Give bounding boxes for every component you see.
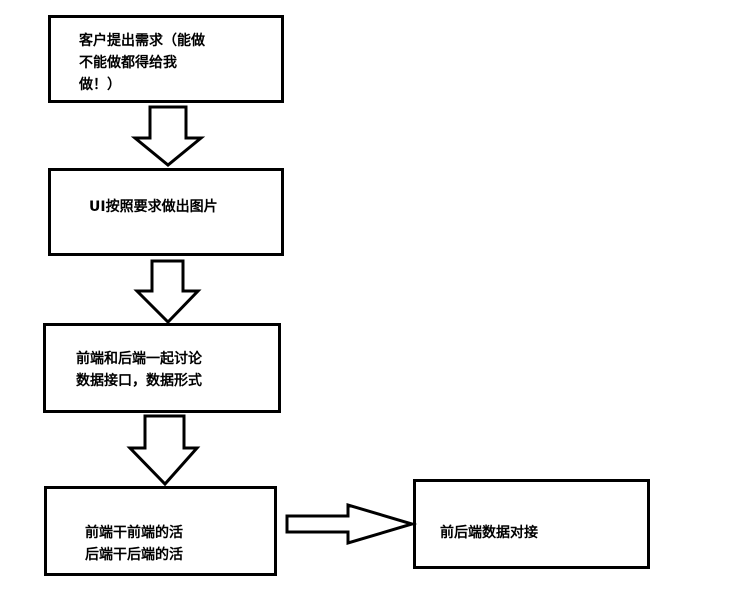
step-3-line-1: 前端和后端一起讨论 — [76, 351, 202, 367]
step-3-line-2: 数据接口，数据形式 — [76, 373, 202, 389]
step-1-text: 客户提出需求（能做 不能做都得给我 做！） — [79, 30, 205, 96]
arrow-down-1 — [130, 105, 206, 167]
step-4-line-2: 后端干后端的活 — [85, 547, 183, 563]
step-3-text: 前端和后端一起讨论 数据接口，数据形式 — [76, 348, 202, 392]
arrow-down-2 — [133, 259, 202, 325]
step-2-line-1: UI按照要求做出图片 — [89, 199, 218, 215]
step-2-text: UI按照要求做出图片 — [89, 196, 218, 218]
step-2-box: UI按照要求做出图片 — [48, 168, 284, 256]
step-4-box: 前端干前端的活 后端干后端的活 — [44, 486, 277, 576]
arrow-right-1 — [285, 502, 418, 546]
step-1-line-2: 不能做都得给我 — [79, 55, 177, 71]
step-5-box: 前后端数据对接 — [413, 479, 650, 569]
step-1-box: 客户提出需求（能做 不能做都得给我 做！） — [48, 15, 284, 103]
step-5-text: 前后端数据对接 — [440, 522, 538, 544]
arrow-down-3 — [126, 414, 201, 487]
step-1-line-3: 做！） — [79, 77, 121, 93]
step-4-line-1: 前端干前端的活 — [85, 525, 183, 541]
step-5-line-1: 前后端数据对接 — [440, 525, 538, 541]
step-4-text: 前端干前端的活 后端干后端的活 — [85, 522, 183, 566]
step-1-line-1: 客户提出需求（能做 — [79, 33, 205, 49]
step-3-box: 前端和后端一起讨论 数据接口，数据形式 — [43, 323, 281, 413]
